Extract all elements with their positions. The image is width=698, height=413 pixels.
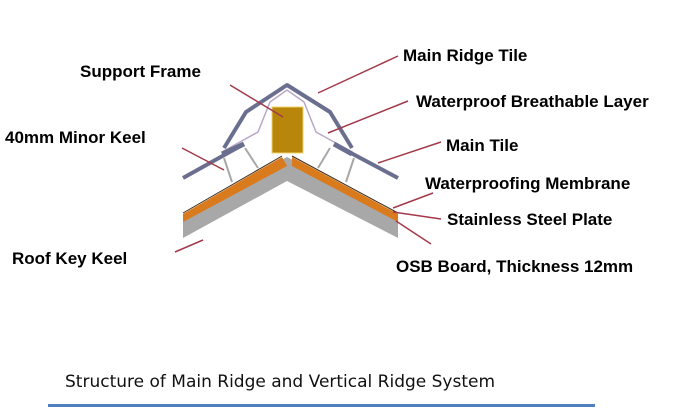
label-minor-keel: 40mm Minor Keel — [5, 128, 146, 147]
diagram-caption: Structure of Main Ridge and Vertical Rid… — [65, 372, 496, 392]
caption-underline — [48, 404, 595, 407]
label-main-tile: Main Tile — [446, 136, 519, 155]
waterproofing-membrane-shape — [183, 157, 287, 222]
label-main-ridge-tile: Main Ridge Tile — [403, 46, 528, 65]
label-support-frame: Support Frame — [80, 62, 201, 81]
main-ridge-tile-shape — [222, 83, 354, 150]
waterproof-breathable-layer-shape — [221, 89, 353, 153]
label-waterproof-breathable-layer: Waterproof Breathable Layer — [416, 92, 649, 111]
waterproofing-membrane-shape-right — [292, 157, 398, 222]
leader-lines — [174, 55, 442, 253]
tile-cap-left — [220, 141, 246, 157]
minor-keel-struts — [223, 147, 355, 183]
support-frame-shape — [271, 106, 304, 154]
label-waterproofing-membrane: Waterproofing Membrane — [425, 174, 631, 193]
label-osb-board: OSB Board, Thickness 12mm — [396, 257, 634, 276]
tile-cap-right — [332, 141, 354, 157]
steel-plate-edge — [182, 155, 283, 214]
steel-plate-edge-right — [291, 155, 399, 214]
label-roof-key-keel: Roof Key Keel — [12, 249, 128, 268]
label-stainless-steel-plate: Stainless Steel Plate — [447, 210, 613, 229]
